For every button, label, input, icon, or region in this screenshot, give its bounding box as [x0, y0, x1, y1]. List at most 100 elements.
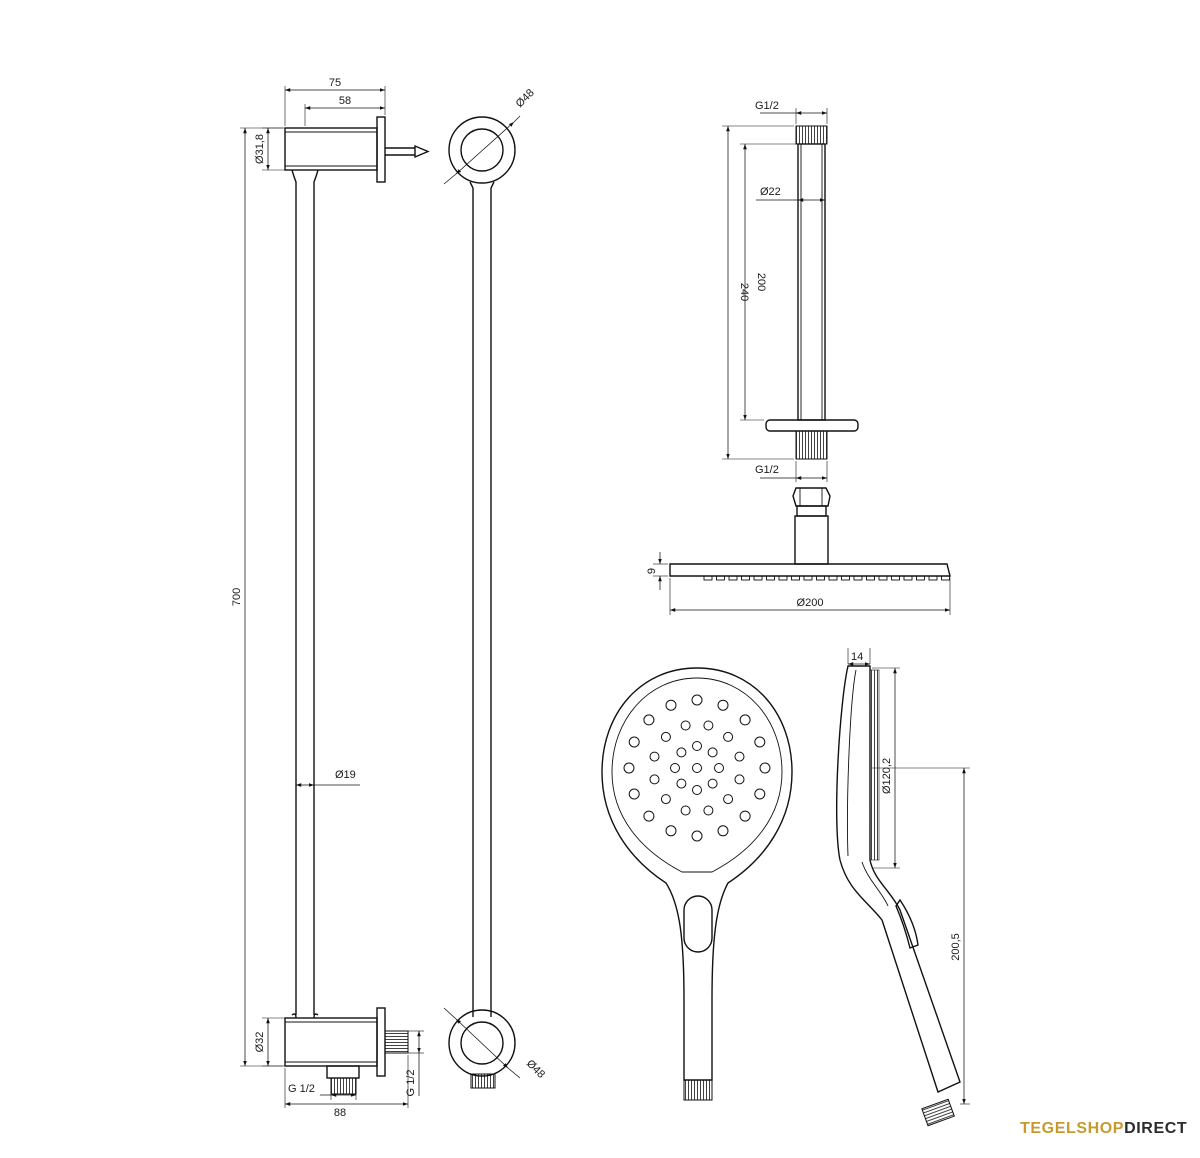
hand-nozzle — [734, 774, 745, 785]
hand-shower-body — [601, 667, 793, 1081]
hand-nozzle — [739, 714, 751, 726]
side-thread — [384, 1030, 409, 1054]
rain-nozzle — [753, 575, 763, 581]
dim-hand-thickness: 14 — [851, 651, 863, 663]
hand-nozzle — [692, 785, 702, 795]
spray-button — [683, 895, 713, 953]
dim-bottom-ring-dia: Ø48 — [524, 1058, 547, 1081]
rain-nozzle — [816, 575, 825, 581]
dim-total-height: 700 — [231, 588, 243, 606]
top-ring-outer — [448, 116, 516, 184]
rain-shower-head: 9 Ø200 — [646, 487, 951, 615]
rail-side-view: 75 58 Ø31,8 700 Ø19 Ø32 G 1/2 G — [231, 77, 430, 1119]
dim-bottom-bracket-dia: Ø32 — [254, 1032, 266, 1053]
dim-arm-thread-top: G1/2 — [755, 100, 779, 112]
hand-shower-thread — [683, 1079, 713, 1101]
rain-nozzle — [866, 575, 875, 581]
hand-nozzle — [676, 747, 687, 758]
front-inlet-thread — [470, 1073, 496, 1089]
hand-nozzle — [703, 720, 714, 731]
dim-side-thread: G 1/2 — [405, 1070, 417, 1097]
hand-nozzle — [707, 778, 718, 789]
rain-nozzle — [791, 575, 800, 581]
hand-nozzle — [680, 805, 691, 816]
hand-nozzle — [660, 731, 671, 742]
hand-shower-nozzles — [623, 694, 771, 842]
hand-shower-side: 14 Ø120,2 200,5 — [835, 648, 970, 1127]
dim-top-ring-dia: Ø48 — [514, 87, 537, 110]
dim-arm-width: 58 — [339, 95, 351, 107]
top-wall-flange — [376, 116, 386, 183]
rail-front-view: Ø48 Ø48 — [443, 87, 547, 1089]
dim-bottom-width: 88 — [334, 1107, 346, 1119]
rain-nozzle — [803, 575, 813, 581]
rain-nozzle — [828, 575, 838, 581]
hand-nozzle — [754, 736, 766, 748]
arm-top-thread — [795, 125, 828, 145]
joint-body — [794, 515, 829, 565]
dim-head-thickness: 9 — [646, 568, 658, 574]
rain-head-plate — [669, 563, 951, 577]
hand-nozzle — [649, 774, 660, 785]
rain-head-nozzles — [703, 575, 950, 581]
hand-nozzle — [723, 794, 734, 805]
joint-collar — [796, 505, 827, 517]
arm-pipe — [797, 143, 826, 421]
top-bracket-body — [284, 127, 378, 171]
hand-nozzle — [717, 699, 729, 711]
dim-rail-dia: Ø19 — [335, 769, 356, 781]
hand-nozzle — [734, 751, 745, 762]
arm-bottom-thread — [795, 430, 828, 460]
hand-nozzle — [643, 714, 655, 726]
rain-nozzle — [703, 575, 713, 581]
hand-nozzle — [665, 699, 677, 711]
hand-shower-side-body — [835, 665, 961, 1093]
hand-nozzle — [643, 810, 655, 822]
hand-nozzle — [660, 794, 671, 805]
brand-logo-part2: DIRECT — [1124, 1120, 1188, 1137]
hand-nozzle — [628, 788, 640, 800]
rain-nozzle — [878, 575, 888, 581]
dim-bar-width: 75 — [329, 77, 341, 89]
rain-nozzle — [778, 575, 788, 581]
side-thread — [921, 1098, 955, 1127]
hand-nozzle — [759, 762, 771, 774]
hand-nozzle — [717, 825, 729, 837]
hand-nozzle — [692, 741, 702, 751]
bottom-wall-flange — [376, 1007, 386, 1077]
hand-nozzle — [714, 763, 724, 773]
hand-nozzle — [703, 805, 714, 816]
hand-nozzle — [691, 830, 703, 842]
rain-nozzle — [841, 575, 850, 581]
dim-top-bracket-dia: Ø31,8 — [254, 134, 266, 164]
rain-nozzle — [728, 575, 738, 581]
inlet-thread — [330, 1077, 357, 1095]
rain-nozzle — [903, 575, 913, 581]
hand-nozzle — [665, 825, 677, 837]
hand-nozzle — [723, 731, 734, 742]
dim-head-dia: Ø200 — [797, 597, 824, 609]
hand-nozzle — [680, 720, 691, 731]
inlet-nut — [326, 1065, 360, 1079]
side-button — [895, 898, 919, 949]
rain-nozzle — [766, 575, 775, 581]
dim-hand-length: 200,5 — [950, 933, 962, 961]
dim-arm-thread-bottom: G1/2 — [755, 464, 779, 476]
bottom-bracket-body — [284, 1017, 378, 1067]
side-nozzle-ribs — [869, 669, 880, 861]
dim-arm-length: 200 — [755, 273, 767, 291]
ball-joint — [792, 487, 831, 507]
hand-shower-front — [601, 667, 793, 1101]
rain-nozzle — [853, 575, 863, 581]
hand-nozzle — [649, 751, 660, 762]
rain-nozzle — [916, 575, 925, 581]
hand-nozzle — [691, 694, 703, 706]
hand-nozzle — [739, 810, 751, 822]
hand-nozzle — [670, 763, 680, 773]
dim-inlet-thread: G 1/2 — [288, 1083, 315, 1095]
rain-nozzle — [741, 575, 750, 581]
dim-arm-dia: Ø22 — [760, 186, 781, 198]
hand-nozzle — [754, 788, 766, 800]
dim-hand-head-dia: Ø120,2 — [881, 758, 893, 794]
